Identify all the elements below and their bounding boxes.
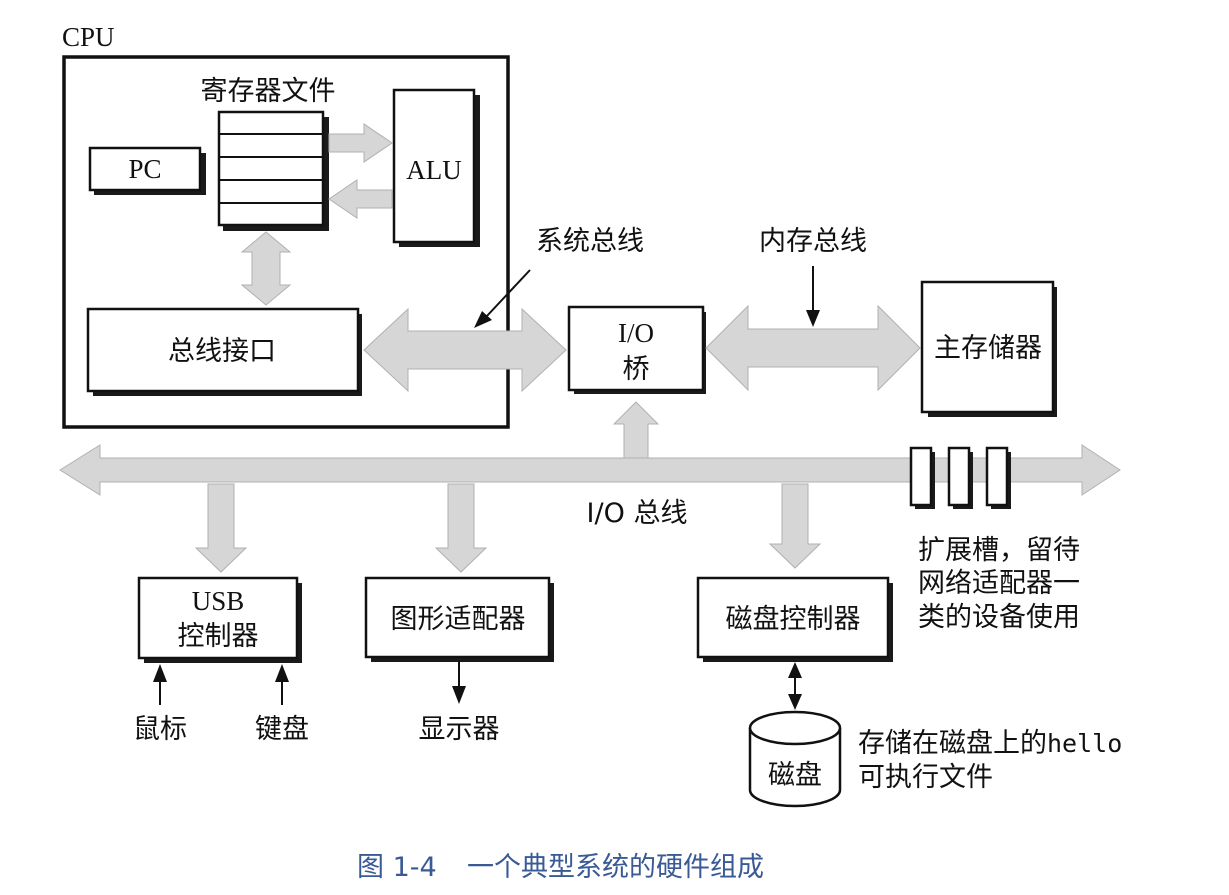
- alu-box: ALU: [392, 88, 480, 247]
- io-bridge-line1: I/O: [618, 318, 654, 348]
- mouse-label: 鼠标: [133, 714, 187, 745]
- disk-note-code: hello: [1047, 729, 1122, 758]
- io-bus-to-usb-arrow: [194, 483, 248, 573]
- keyboard-arrow-head: [275, 664, 289, 682]
- alu-label: ALU: [406, 155, 462, 185]
- disk-arrow-down-head: [788, 694, 802, 710]
- bus-interface-label: 总线接口: [168, 336, 276, 367]
- display-label: 显示器: [419, 714, 500, 745]
- graphics-adapter-box: 图形适配器: [364, 576, 554, 662]
- expansion-slots-line3: 类的设备使用: [918, 602, 1080, 633]
- caption-figure-number: 图 1-4: [357, 852, 437, 883]
- alu-to-register-arrow: [328, 179, 393, 219]
- io-bridge-line2: 桥: [623, 354, 650, 385]
- system-bus-pointer-head: [474, 311, 492, 328]
- expansion-slots: [909, 446, 1011, 509]
- disk-note-prefix: 存储在磁盘上的: [858, 728, 1047, 759]
- expansion-slots-line1: 扩展槽，留待: [918, 535, 1080, 566]
- pc-label: PC: [128, 154, 161, 184]
- usb-controller-line2: 控制器: [178, 621, 259, 652]
- io-bus-arrow: [59, 444, 1121, 496]
- expansion-slots-line2: 网络适配器一: [918, 568, 1080, 599]
- graphics-adapter-label: 图形适配器: [391, 604, 526, 635]
- disk-cylinder: 磁盘: [748, 710, 842, 808]
- memory-bus-label: 内存总线: [759, 226, 867, 257]
- usb-controller-box: USB 控制器: [137, 576, 302, 663]
- register-file-label: 寄存器文件: [201, 76, 336, 107]
- caption-text: 一个典型系统的硬件组成: [467, 852, 764, 883]
- cpu-title: CPU: [62, 22, 115, 52]
- bus-interface-box: 总线接口: [86, 307, 362, 396]
- disk-controller-box: 磁盘控制器: [696, 576, 893, 662]
- disk-label: 磁盘: [768, 760, 822, 791]
- disk-note-line2: 可执行文件: [858, 762, 993, 793]
- register-to-alu-arrow: [328, 123, 393, 163]
- display-arrow-head: [452, 686, 466, 704]
- main-memory-label: 主存储器: [934, 333, 1042, 364]
- io-bus-to-graphics-arrow: [434, 483, 488, 573]
- register-file: [217, 110, 329, 231]
- disk-controller-label: 磁盘控制器: [726, 604, 861, 635]
- bridge-to-io-bus-arrow: [612, 401, 660, 463]
- memory-bus-pointer-head: [806, 310, 820, 327]
- usb-controller-line1: USB: [192, 586, 245, 616]
- system-bus-pointer: [485, 269, 531, 318]
- pc-box: PC: [88, 146, 206, 195]
- keyboard-label: 键盘: [255, 714, 309, 745]
- register-to-bus-interface-arrow: [240, 231, 292, 306]
- system-bus-arrow: [363, 307, 567, 393]
- io-bus-to-disk-controller-arrow: [768, 483, 822, 569]
- system-bus-label: 系统总线: [536, 226, 644, 257]
- io-bus-label: I/O 总线: [587, 498, 688, 529]
- main-memory-box: 主存储器: [920, 280, 1057, 417]
- io-bridge-box: I/O 桥: [567, 305, 706, 394]
- disk-note-line1: 存储在磁盘上的hello: [858, 728, 1122, 759]
- memory-bus-arrow: [705, 304, 921, 392]
- disk-arrow-up-head: [788, 662, 802, 678]
- mouse-arrow-head: [153, 664, 167, 682]
